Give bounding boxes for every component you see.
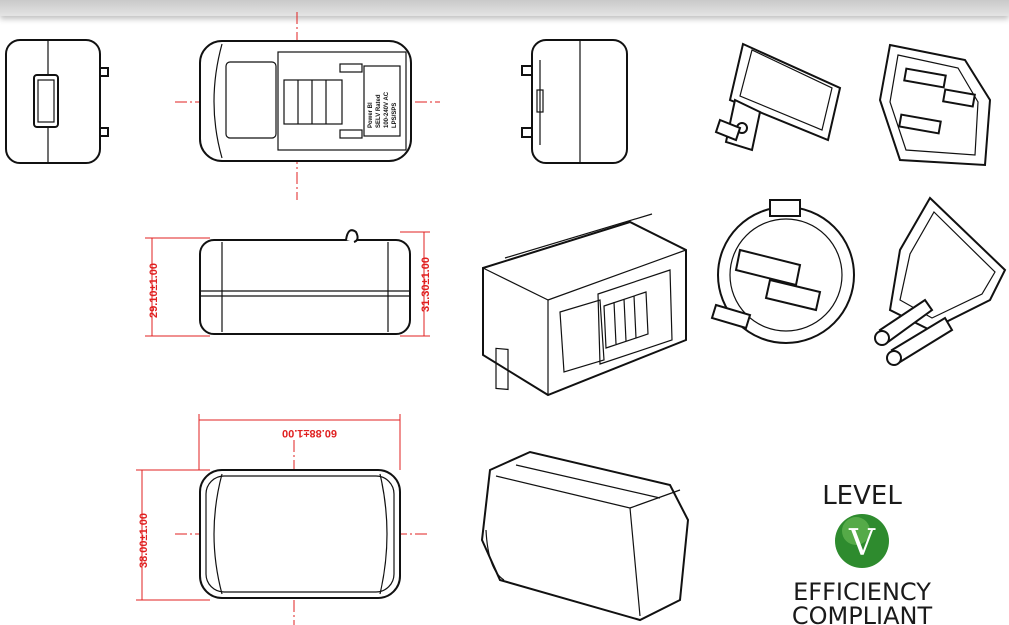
label-line-2: 100-240V AC [384,91,390,128]
badge-top-text: LEVEL [822,481,902,511]
label-line-0: Power Bl [368,102,374,128]
dim-height-plug-side: 29.10±1.00 [148,263,160,318]
dim-length: 60.88±1.00 [282,427,337,439]
bottom-view: 60.88±1.00 38.00±1.00 [136,414,430,625]
badge-highlight [842,517,870,545]
isometric-bottom [480,450,690,622]
label-line-1: SELV Rated [376,94,382,128]
plug-clip-round [710,199,855,344]
badge-symbol: V [848,523,876,564]
dim-width: 38.00±1.00 [138,513,150,568]
top-view: Power Bl SELV Rated 100-240V AC LPS/SPS [175,12,440,200]
badge-line-2: COMPLIANT [792,602,933,625]
label-line-3: LPS/SPS [392,103,398,128]
side-view-right [521,39,628,164]
isometric-body [482,213,687,397]
plug-clip-euro [874,196,1007,366]
plug-clip-isometric-1 [714,42,842,152]
level-v-badge: LEVEL V EFFICIENCY COMPLIANT [792,481,933,625]
front-elevation: 29.10±1.00 31.30±1.00 [145,229,432,337]
badge-line-1: EFFICIENCY [793,578,931,606]
plug-clip-isometric-2 [878,43,992,167]
dim-height-body: 31.30±1.00 [420,257,432,312]
top-bar [0,0,1009,16]
side-view-left [5,39,109,164]
